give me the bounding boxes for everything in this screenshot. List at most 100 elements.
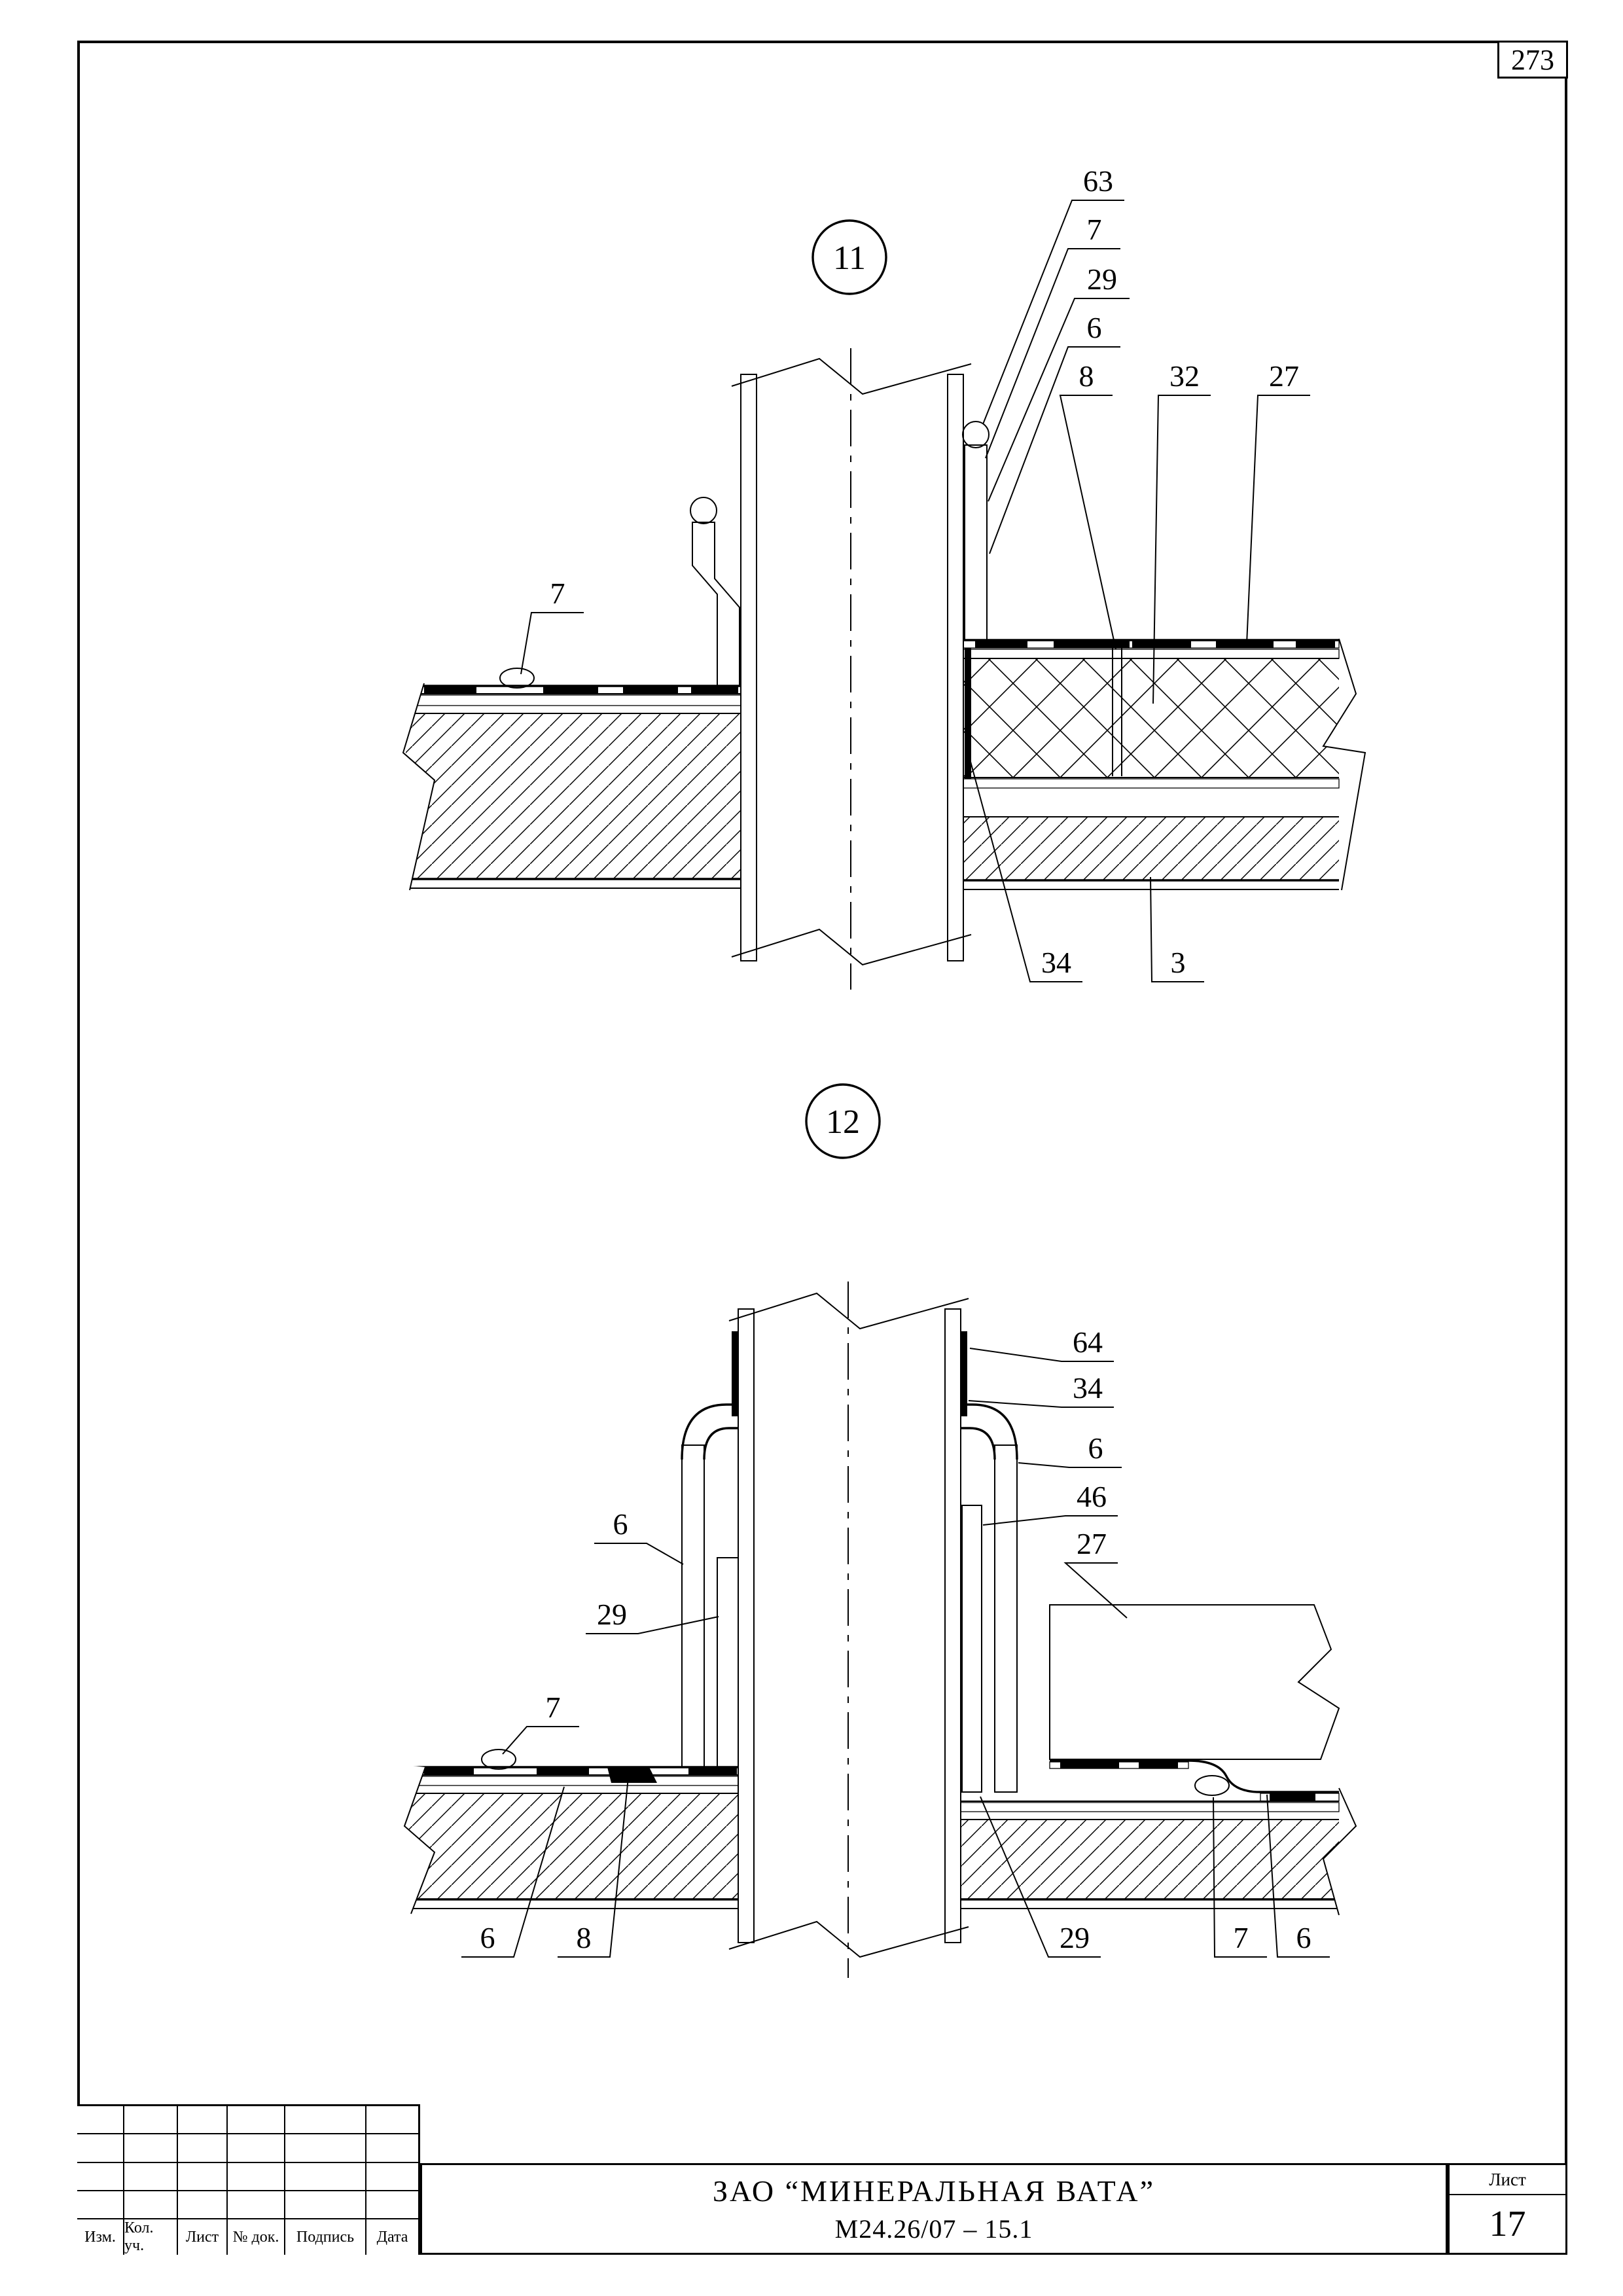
revision-cell bbox=[366, 2134, 418, 2163]
revision-cell bbox=[285, 2106, 366, 2135]
waterproofing-strip bbox=[537, 1767, 589, 1775]
profile-hook bbox=[961, 1403, 1018, 1460]
leader-line bbox=[461, 1786, 565, 1958]
callout-number: 7 bbox=[1087, 213, 1102, 246]
revision-cell bbox=[366, 2191, 418, 2219]
revision-cell bbox=[366, 2106, 418, 2135]
break-mask bbox=[364, 1761, 435, 1918]
leader-line bbox=[1152, 395, 1211, 704]
inner-bracket bbox=[717, 1557, 739, 1768]
membrane-layer bbox=[963, 778, 1340, 789]
revision-table: Изм. Кол. уч. Лист № док. Подпись Дата bbox=[77, 2104, 420, 2255]
column-header-data: Дата bbox=[366, 2219, 418, 2255]
detail-11-pipe bbox=[731, 348, 972, 990]
sheet-label: Лист bbox=[1450, 2165, 1565, 2195]
break-line bbox=[402, 683, 436, 891]
leader-line bbox=[558, 1777, 629, 1958]
pipe-membrane-wrap bbox=[732, 1331, 738, 1416]
detail-12-profile-left bbox=[681, 1403, 739, 1768]
membrane-layer bbox=[963, 649, 1340, 659]
callout-number: 6 bbox=[1087, 311, 1102, 344]
flashing-profile bbox=[692, 522, 740, 687]
break-line bbox=[1322, 1787, 1357, 1916]
leader-line bbox=[1266, 1794, 1330, 1958]
callout-number: 63 bbox=[1083, 164, 1113, 198]
column-header-kol-uch: Кол. уч. bbox=[124, 2219, 178, 2255]
leader-line bbox=[985, 248, 1120, 459]
leader-line bbox=[594, 1543, 684, 1565]
detail-11-right-slab bbox=[963, 638, 1394, 891]
revision-cell bbox=[77, 2162, 124, 2191]
waterproofing-strip bbox=[1270, 1793, 1315, 1801]
sealant-bead bbox=[481, 1749, 516, 1770]
detail-12-profile-right bbox=[961, 1403, 1018, 1793]
profile-hook bbox=[961, 1427, 996, 1460]
pipe-wall bbox=[944, 1308, 961, 1943]
pipe-interior bbox=[754, 1309, 945, 1943]
break-line bbox=[731, 928, 972, 966]
sealant-bead bbox=[499, 668, 535, 689]
leader-line bbox=[1150, 876, 1204, 982]
clamp-profile bbox=[681, 1444, 705, 1768]
revision-cell bbox=[124, 2162, 178, 2191]
waterproofing-strip bbox=[975, 640, 1027, 648]
revision-cell bbox=[178, 2162, 228, 2191]
revision-cell bbox=[228, 2106, 285, 2135]
leader-line bbox=[1213, 1797, 1267, 1958]
leader-line bbox=[586, 1616, 719, 1634]
detail-11-bubble: 11 bbox=[812, 219, 887, 295]
detail-11-view: 11 bbox=[364, 164, 1394, 990]
revision-cell bbox=[178, 2191, 228, 2219]
membrane-layer bbox=[405, 1776, 739, 1786]
anchor-plate bbox=[1105, 640, 1130, 648]
membrane-layer bbox=[405, 694, 741, 706]
leader-line bbox=[1246, 395, 1310, 645]
detail-bubble-circle bbox=[812, 219, 887, 295]
callout-number: 29 bbox=[597, 1598, 627, 1631]
revision-cell bbox=[285, 2134, 366, 2163]
leader-line bbox=[988, 298, 1130, 502]
detail-12-pipe bbox=[728, 1282, 969, 1978]
sealant-bead bbox=[1194, 1775, 1230, 1796]
callout-number: 46 bbox=[1077, 1480, 1107, 1513]
callout-number: 27 bbox=[1269, 359, 1299, 393]
break-mask bbox=[1323, 639, 1394, 890]
membrane-layer bbox=[960, 1802, 1340, 1812]
column-header-label: Подпись bbox=[296, 2228, 355, 2246]
waterproofing-strip bbox=[1132, 640, 1191, 648]
detail-number: 12 bbox=[826, 1103, 860, 1141]
waterproofing-strip bbox=[691, 686, 738, 694]
leader-line bbox=[969, 1348, 1114, 1362]
break-mask bbox=[1323, 1788, 1394, 1916]
revision-cell bbox=[178, 2134, 228, 2163]
waterproofing-strip bbox=[1296, 640, 1335, 648]
company-name: ЗАО “МИНЕРАЛЬНАЯ ВАТА” bbox=[712, 2174, 1156, 2208]
column-header-label: Дата bbox=[376, 2228, 408, 2246]
leader-line bbox=[520, 612, 584, 675]
waterproofing-strip bbox=[1216, 640, 1274, 648]
column-header-label: № док. bbox=[232, 2228, 279, 2246]
column-header-label: Изм. bbox=[84, 2228, 116, 2246]
revision-cell bbox=[124, 2191, 178, 2219]
break-line bbox=[1322, 638, 1366, 891]
callout-number: 6 bbox=[1088, 1431, 1103, 1465]
title-area: ЗАО “МИНЕРАЛЬНАЯ ВАТА” М24.26/07 – 15.1 bbox=[420, 2163, 1448, 2255]
concrete-slab bbox=[406, 713, 741, 879]
waterproofing-strip bbox=[1139, 1762, 1178, 1768]
waterproofing-strip bbox=[623, 686, 678, 694]
waterproofing-strip bbox=[424, 686, 476, 694]
callout-number: 7 bbox=[550, 577, 565, 610]
leader-line bbox=[989, 346, 1120, 554]
waterproofing-strip bbox=[1060, 1762, 1119, 1768]
pipe-wall bbox=[740, 374, 757, 961]
waterproofing-strip bbox=[543, 686, 598, 694]
concrete-slab bbox=[963, 817, 1339, 880]
revision-cell bbox=[77, 2134, 124, 2163]
callout-number: 64 bbox=[1073, 1325, 1103, 1359]
column-header-doc: № док. bbox=[228, 2219, 285, 2255]
revision-cell bbox=[124, 2106, 178, 2135]
callout-number: 6 bbox=[480, 1921, 495, 1954]
concrete-slab bbox=[961, 1820, 1339, 1899]
sheet-box: Лист 17 bbox=[1448, 2163, 1567, 2255]
